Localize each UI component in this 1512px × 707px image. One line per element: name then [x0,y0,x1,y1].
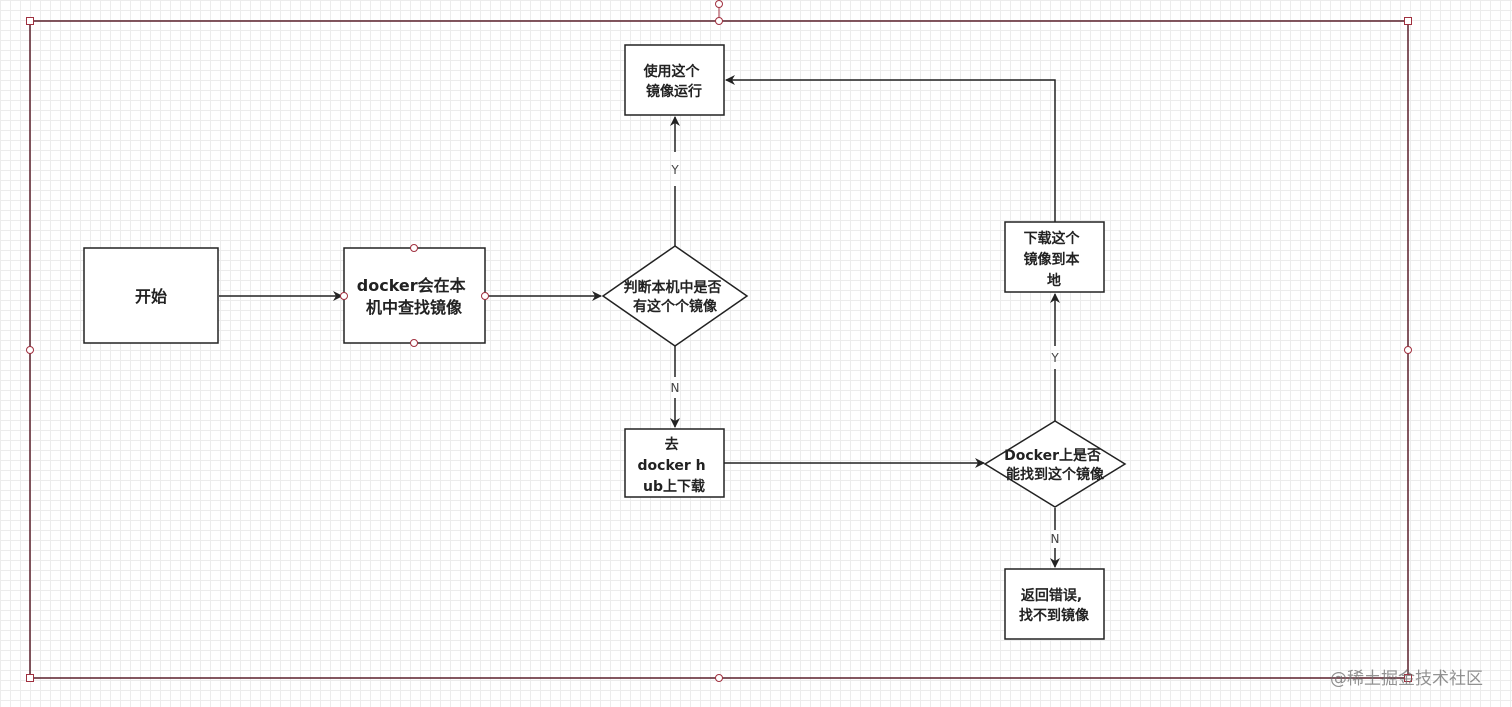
edge-label-check-local-yes: Y [670,163,679,177]
node-download-line-1: 下载这个 [1024,230,1081,247]
svg-text:使用这个 镜像运行: 使用这个 镜像运行 [643,63,705,100]
node-error-line-2: 找不到镜像 [1019,607,1090,624]
resize-handle-top-middle[interactable] [715,17,723,25]
svg-text:判断本机中是否 有这个个镜像: 判断本机中是否 有这个个镜像 [624,279,727,315]
node-start[interactable]: 开始 [83,247,219,344]
resize-handle-bottom-left[interactable] [26,674,34,682]
node-use-image-line-1: 使用这个 [643,63,701,80]
resize-handle-top-right[interactable] [1404,17,1412,25]
node-search-local-line-2: 机中查找镜像 [366,298,463,317]
rotation-handle[interactable] [715,0,723,8]
node-go-hub-line-2: docker h [638,458,706,474]
watermark: @稀土掘金技术社区 [1330,669,1483,689]
node-download[interactable]: 下载这个 镜像到本 地 [1004,221,1105,293]
node-search-local-handle-left[interactable] [340,292,348,300]
node-search-local-handle-top[interactable] [410,244,418,252]
svg-text:下载这个 镜像到本 地: 下载这个 镜像到本 地 [1024,230,1085,289]
edge-label-check-hub-yes: Y [1050,351,1059,365]
node-search-local-line-1: docker会在本 [357,276,466,295]
node-go-hub-line-3: ub上下载 [643,478,705,495]
edge-label-check-local-no: N [671,381,680,395]
resize-handle-right-middle[interactable] [1404,346,1412,354]
node-check-hub-line-1: Docker上是否 [1004,448,1101,464]
node-check-hub[interactable]: Docker上是否 能找到这个镜像 [983,420,1127,508]
edge-download-to-use[interactable] [725,75,1056,222]
svg-text:Docker上是否 能找到这个镜像: Docker上是否 能找到这个镜像 [1004,448,1106,483]
node-error-line-1: 返回错误, [1021,587,1082,604]
node-start-label: 开始 [135,287,167,306]
node-check-hub-line-2: 能找到这个镜像 [1006,466,1105,483]
node-check-local[interactable]: 判断本机中是否 有这个个镜像 [601,245,749,347]
node-search-local[interactable]: docker会在本 机中查找镜像 [340,244,489,347]
node-search-local-handle-bottom[interactable] [410,339,418,347]
resize-handle-bottom-middle[interactable] [715,674,723,682]
edge-label-check-hub-no: N [1051,532,1060,546]
svg-text:开始: 开始 [135,287,167,306]
node-go-hub-line-1: 去 [665,436,679,453]
svg-text:docker会在本 机中查找镜像: docker会在本 机中查找镜像 [357,276,471,317]
node-download-line-3: 地 [1047,272,1061,289]
resize-handle-top-left[interactable] [26,17,34,25]
svg-text:去 docker h ub上: 去 docker h ub上下载 [638,436,711,495]
node-download-line-2: 镜像到本 [1024,251,1081,268]
node-use-image-line-2: 镜像运行 [646,83,702,100]
node-go-hub[interactable]: 去 docker h ub上下载 [624,428,725,498]
node-use-image[interactable]: 使用这个 镜像运行 [624,44,725,116]
node-error[interactable]: 返回错误, 找不到镜像 [1004,568,1105,640]
node-check-local-line-2: 有这个个镜像 [633,298,718,315]
selection-frame[interactable] [29,20,1409,679]
resize-handle-left-middle[interactable] [26,346,34,354]
node-search-local-handle-right[interactable] [481,292,489,300]
node-check-local-line-1: 判断本机中是否 [624,279,722,296]
svg-text:返回错误, 找不到镜像: 返回错误, 找不到镜像 [1019,587,1090,624]
resize-handle-bottom-right[interactable] [1404,674,1412,682]
